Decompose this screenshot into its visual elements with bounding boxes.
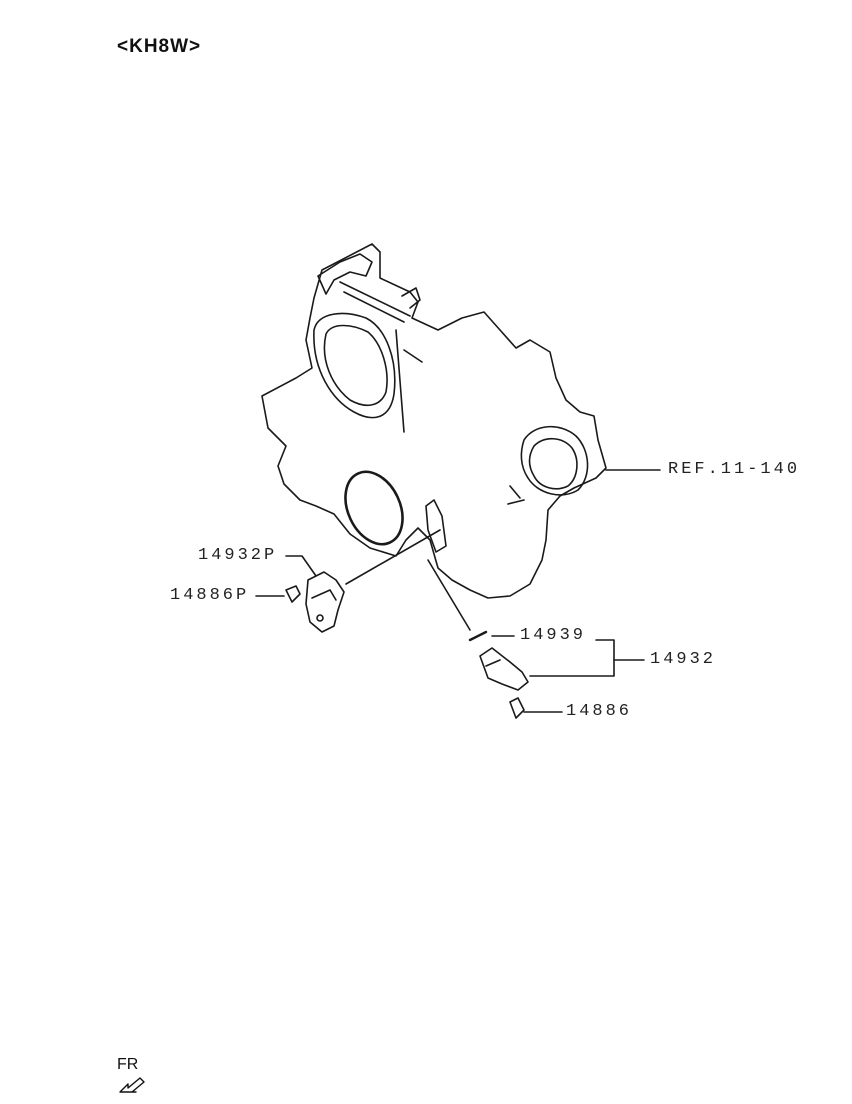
label-bolt-p[interactable]: 14886P — [170, 586, 250, 605]
label-sensor-assy[interactable]: 14932 — [650, 650, 717, 669]
top-bracket — [317, 253, 373, 295]
front-direction-label: FR — [117, 1056, 139, 1073]
label-sensor-assy-p[interactable]: 14932P — [198, 546, 278, 565]
right-bore — [520, 425, 589, 496]
label-bolt[interactable]: 14886 — [566, 702, 633, 721]
model-code: <KH8W> — [117, 36, 202, 57]
o-ring — [468, 630, 488, 642]
bolt-p — [285, 585, 301, 603]
label-oring[interactable]: 14939 — [520, 626, 587, 645]
cam-sensor-body — [305, 571, 345, 633]
label-ref[interactable]: REF.11-140 — [668, 460, 801, 479]
front-direction-arrow-icon — [119, 1077, 145, 1093]
crank-sensor-body — [479, 647, 529, 691]
bolt — [509, 697, 525, 719]
left-bore — [313, 312, 396, 419]
seal-ring — [344, 470, 404, 546]
timing-cover-outline — [261, 243, 607, 599]
